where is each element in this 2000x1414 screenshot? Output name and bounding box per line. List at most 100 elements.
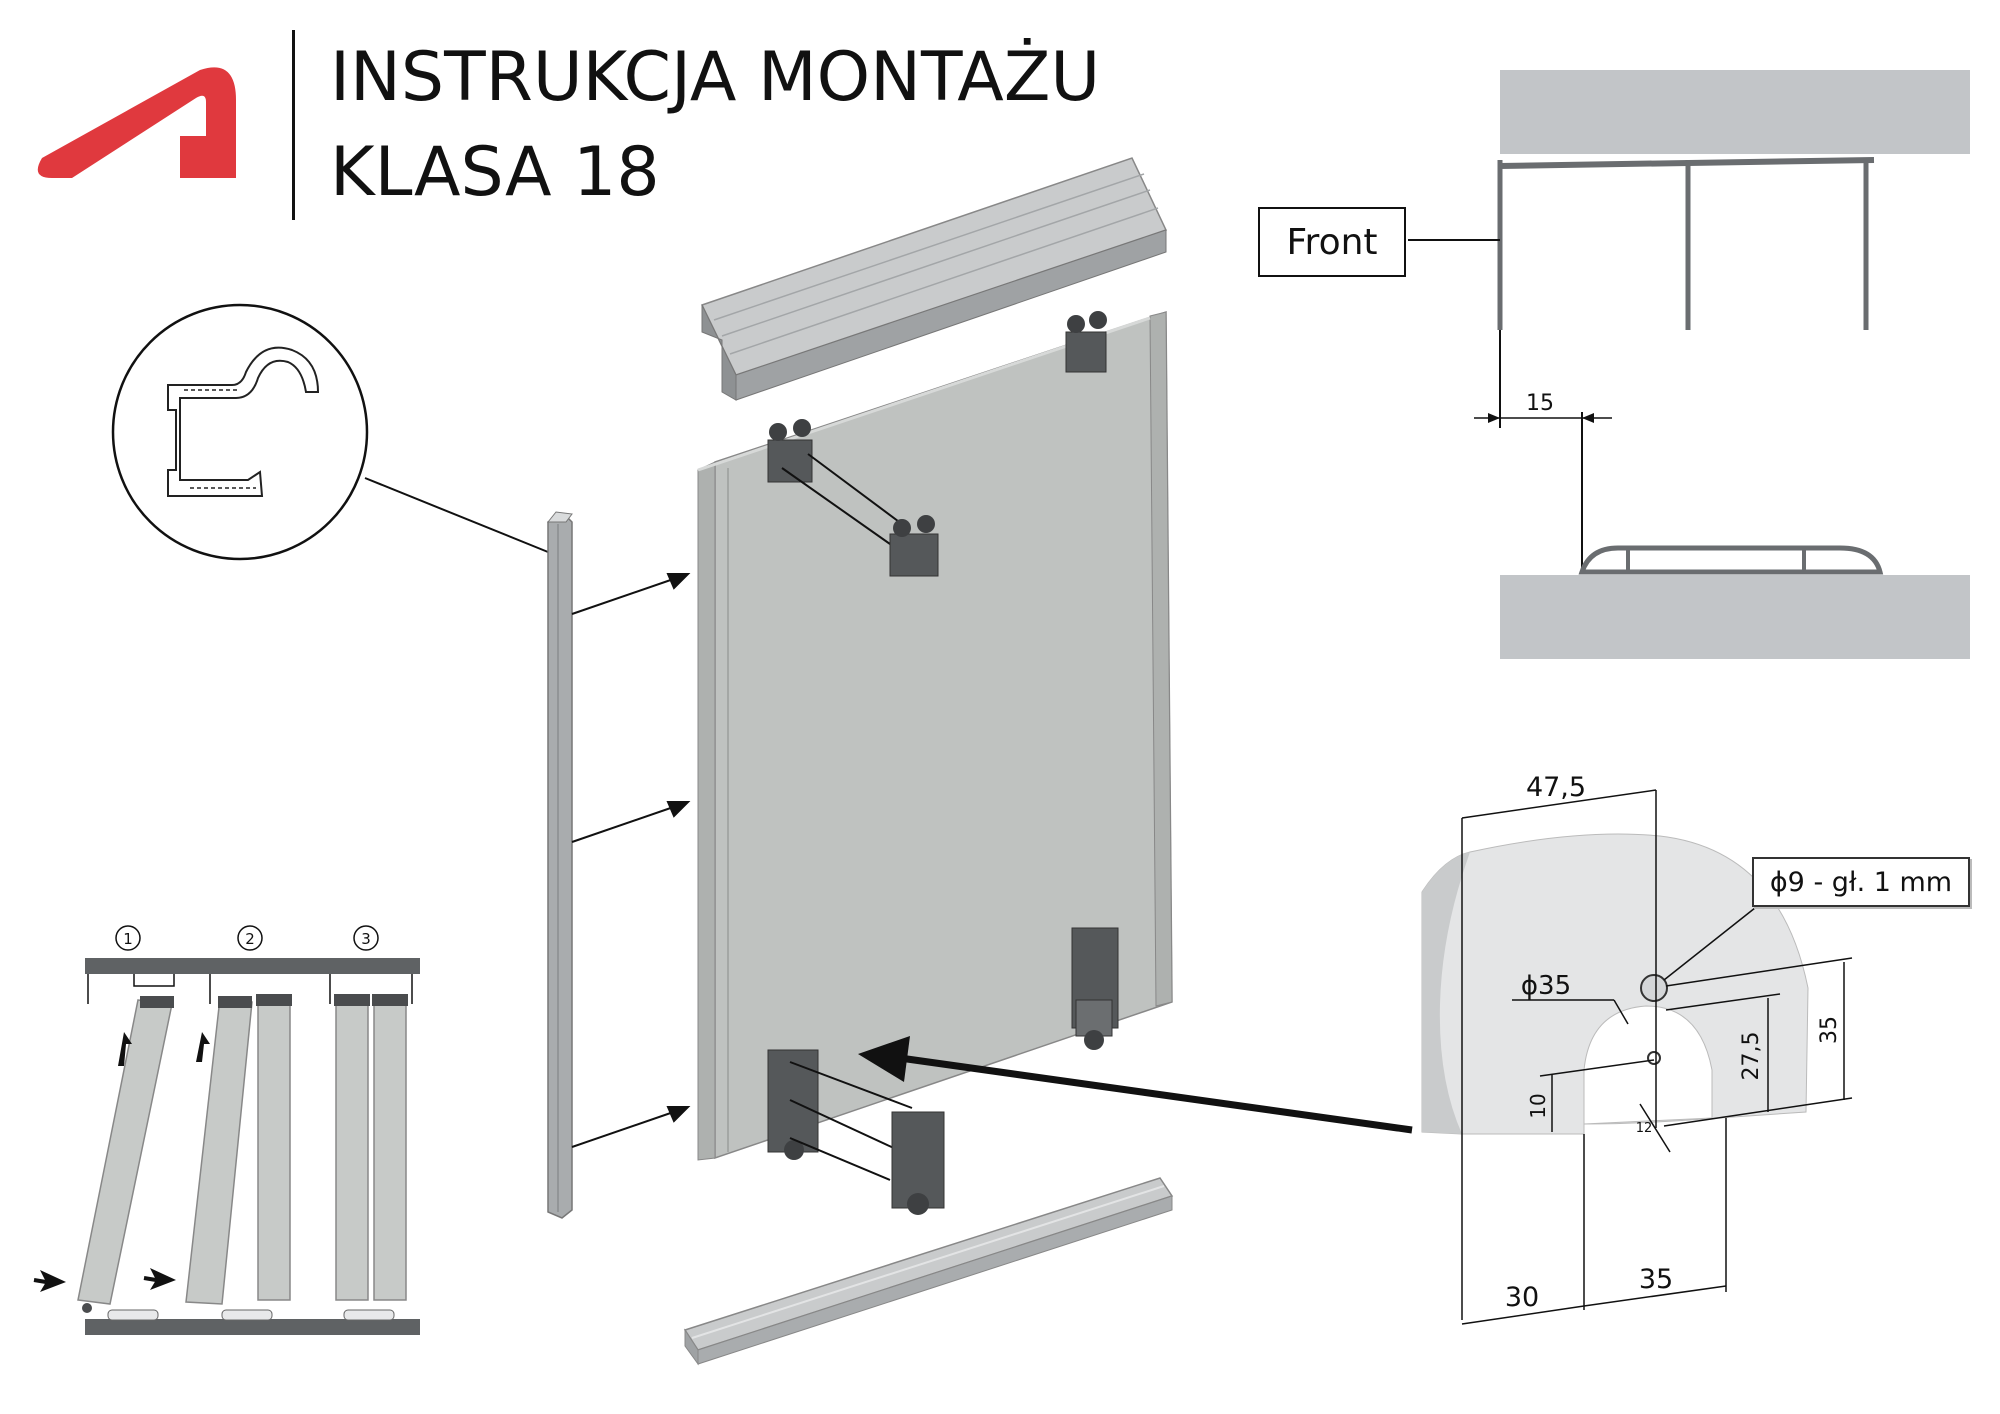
profile-cross-section xyxy=(167,346,320,497)
drill-small-hole-callout: ϕ9 - gł. 1 mm xyxy=(1752,857,1970,907)
drill-center-mark xyxy=(1647,1051,1661,1065)
steps-top-track xyxy=(85,958,420,974)
dim35-right-label: 35 xyxy=(1817,1016,1842,1044)
steps-bottom-guide-1 xyxy=(107,1309,159,1321)
dim10-ext-top xyxy=(1539,1059,1655,1077)
top-rail-side xyxy=(735,229,1167,401)
top-roller-right xyxy=(1065,311,1107,373)
dim15-tick-right xyxy=(1582,413,1594,423)
door-panel xyxy=(697,310,1173,1161)
brand-logo xyxy=(37,67,236,178)
steps-bottom-track xyxy=(85,1319,420,1335)
dim35-ext-bottom xyxy=(1663,1097,1853,1127)
top-roller-right-bracket xyxy=(1065,331,1107,373)
detail-pointer-line xyxy=(899,1054,1413,1134)
dim35-bottom-line xyxy=(1583,1285,1727,1307)
step2-door-upright xyxy=(257,1003,291,1301)
step2-up-arrow xyxy=(196,1032,210,1062)
top-roller-exploded-bracket xyxy=(889,533,939,577)
steps-bracket-1b xyxy=(133,974,175,987)
brand-logo-shape xyxy=(37,67,236,178)
bottom-rail-line xyxy=(691,1185,1165,1339)
arrow-line-middle xyxy=(571,801,689,843)
dim10-label: 10 xyxy=(1526,1093,1550,1118)
section-ceiling-block xyxy=(1500,70,1970,154)
dim27-ext-top xyxy=(1665,993,1781,1011)
step3-door-b xyxy=(373,1003,407,1301)
handle-profile-body xyxy=(547,515,573,1219)
handle-profile-top xyxy=(546,511,573,523)
bottom-roller-right-wheel xyxy=(1084,1030,1104,1050)
dim-width-label: 47,5 xyxy=(1526,772,1586,803)
title-line-2: KLASA 18 xyxy=(330,133,660,212)
top-roller-right-wheel-1 xyxy=(1067,315,1085,333)
detail-pointer-arrow xyxy=(858,1036,1413,1134)
insertion-arrows xyxy=(571,573,691,1148)
step2-side-arrow-line xyxy=(143,1276,157,1282)
bottom-roller-right xyxy=(1071,927,1119,1050)
dim30-line xyxy=(1461,1305,1585,1325)
bottom-roller-leader-1 xyxy=(789,1061,913,1109)
detail-circle xyxy=(111,303,369,561)
dim12-label: 12 xyxy=(1636,1121,1653,1136)
dim35-ext-top xyxy=(1665,957,1853,987)
drill-template-side xyxy=(1422,852,1470,1134)
bottom-rail xyxy=(683,1177,1174,1366)
bottom-rail-side xyxy=(697,1195,1173,1365)
section-view: 15 xyxy=(1408,70,1970,659)
installation-steps: 1 2 3 xyxy=(33,925,420,1335)
top-roller-exploded-wheel-1 xyxy=(893,519,911,537)
bottom-roller-left-wheel xyxy=(784,1140,804,1160)
step-marker-1 xyxy=(115,925,141,951)
step-number-3: 3 xyxy=(361,930,371,948)
top-roller-exploded-wheel-2 xyxy=(917,515,935,533)
step1-bottom-wheel xyxy=(82,1303,92,1313)
title-divider xyxy=(292,30,295,220)
arrow-line-top xyxy=(571,573,689,615)
phi35-leader xyxy=(1613,999,1629,1025)
step-marker-3 xyxy=(353,925,379,951)
arrow-head-top xyxy=(666,573,691,590)
drill-large-hole xyxy=(1583,1005,1713,1125)
step-number-1: 1 xyxy=(123,930,133,948)
arrow-head-middle xyxy=(666,801,691,818)
dim-width-line xyxy=(1461,789,1657,819)
phi9-leader xyxy=(1663,903,1761,981)
profile-detail-callout xyxy=(111,303,549,561)
step3-door-a xyxy=(335,1003,369,1301)
top-roller-left-bracket xyxy=(767,439,813,483)
dim35-bottom-label: 35 xyxy=(1639,1264,1673,1295)
top-rail-line-2 xyxy=(721,189,1151,337)
dim27-label: 27,5 xyxy=(1739,1032,1764,1081)
door-panel-right-edge xyxy=(1149,311,1173,1007)
step1-roller xyxy=(140,996,174,1008)
top-roller-left xyxy=(767,419,939,577)
bottom-roller-exploded-wheel xyxy=(907,1193,929,1215)
top-roller-leader-2 xyxy=(807,453,911,531)
step2-door-tilted xyxy=(185,997,253,1305)
step-number-2: 2 xyxy=(245,930,255,948)
dim12-leader xyxy=(1639,1103,1671,1153)
step2-roller-a xyxy=(218,996,252,1008)
door-panel-left-edge xyxy=(697,461,716,1161)
drill-template: 47,5 35 27,5 10 12 30 35 ϕ35 xyxy=(1421,772,1853,1325)
step3-roller-b xyxy=(372,994,408,1006)
bottom-roller-leader-3 xyxy=(789,1137,891,1181)
title-line-1: INSTRUKCJA MONTAŻU xyxy=(330,38,1101,117)
top-roller-leader-1 xyxy=(781,467,891,545)
bottom-roller-left xyxy=(767,1049,945,1215)
bottom-roller-exploded-bracket xyxy=(891,1111,945,1209)
callout-leader xyxy=(364,477,549,553)
dim15-tick-left xyxy=(1488,413,1500,423)
steps-bottom-guide-2 xyxy=(221,1309,273,1321)
arrow-head-bottom xyxy=(666,1106,691,1123)
step2-side-arrow xyxy=(150,1268,176,1290)
handle-profile xyxy=(546,511,573,1219)
top-roller-left-wheel-2 xyxy=(793,419,811,437)
step3-roller-a xyxy=(334,994,370,1006)
step-marker-2 xyxy=(237,925,263,951)
top-roller-left-wheel-1 xyxy=(769,423,787,441)
dim30-label: 30 xyxy=(1505,1282,1539,1313)
